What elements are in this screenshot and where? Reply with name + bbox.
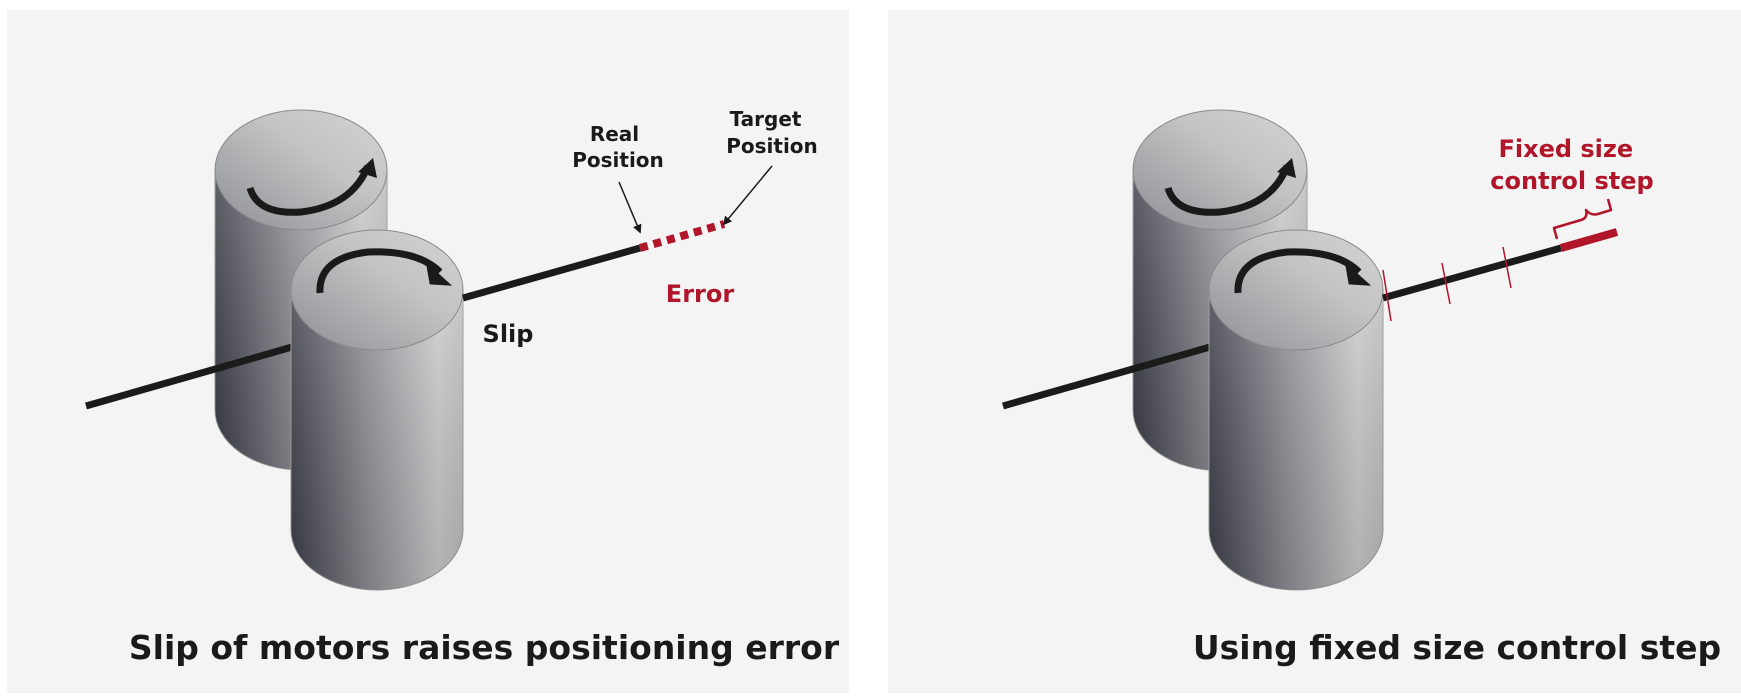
real-position-label: Real Position bbox=[572, 122, 664, 172]
right-panel: Fixed size control step Using fixed size… bbox=[888, 10, 1741, 693]
rotation-arrow-icon bbox=[316, 248, 443, 294]
step-tick-mark bbox=[1441, 262, 1451, 305]
rotation-arrow-icon bbox=[246, 164, 372, 216]
step-bracket-icon bbox=[1552, 198, 1613, 240]
left-panel: Real Position Target Position Error Slip… bbox=[7, 10, 849, 693]
rotation-arrow-icon bbox=[1164, 164, 1291, 216]
rod-back-segment bbox=[85, 343, 293, 410]
rod-front-segment bbox=[462, 244, 641, 302]
target-position-label: Target Position bbox=[726, 107, 818, 158]
fixed-step-label: Fixed size control step bbox=[1490, 135, 1653, 195]
error-label: Error bbox=[666, 280, 735, 308]
left-panel-caption: Slip of motors raises positioning error bbox=[129, 628, 840, 667]
right-panel-caption: Using fixed size control step bbox=[1193, 628, 1721, 667]
rod-back-segment bbox=[1002, 343, 1211, 410]
error-dashed-segment bbox=[638, 220, 726, 252]
rotation-arrowhead-icon bbox=[358, 158, 377, 178]
step-tick-mark bbox=[1382, 269, 1392, 322]
rotation-arrow-icon bbox=[1234, 248, 1362, 294]
rotation-arrowhead-icon bbox=[1277, 158, 1296, 178]
step-tick-mark bbox=[1502, 246, 1512, 289]
real-position-pointer bbox=[618, 181, 642, 234]
rod-front-segment bbox=[1382, 244, 1562, 302]
slip-label: Slip bbox=[483, 320, 534, 348]
front-roller bbox=[1208, 229, 1384, 591]
rotation-arrowhead-icon bbox=[425, 261, 453, 286]
target-position-pointer bbox=[722, 165, 773, 226]
rotation-arrowhead-icon bbox=[1344, 261, 1372, 286]
control-step-segment bbox=[1559, 228, 1619, 252]
front-roller bbox=[290, 229, 464, 591]
